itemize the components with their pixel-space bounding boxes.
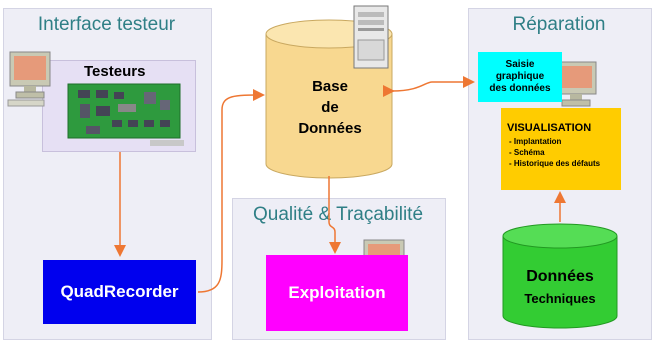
database-label-line1: Base — [312, 78, 348, 95]
visualisation-item-historique: - Historique des défauts — [509, 159, 601, 168]
saisie-label-line2: graphique — [495, 71, 545, 82]
visualisation-item-implantation: - Implantation — [509, 137, 562, 146]
saisie-label-line3: des données — [489, 83, 551, 94]
qualite-tracabilite-title: Qualité & Traçabilité — [252, 204, 424, 225]
testeurs-label: Testeurs — [84, 63, 146, 80]
saisie-label-line1: Saisie — [505, 59, 535, 70]
database-label-line3: Données — [298, 120, 362, 137]
quadrecorder-box: QuadRecorder — [43, 260, 196, 324]
database-label: Base de Données — [285, 76, 375, 139]
visualisation-item-schema: - Schéma — [509, 148, 545, 157]
donnees-techniques-cylinder — [502, 223, 618, 329]
visualisation-box: VISUALISATION - Implantation - Schéma - … — [501, 108, 621, 190]
reparation-title: Réparation — [512, 14, 606, 35]
donnees-techniques-line1: Données — [526, 268, 594, 285]
arrow-database-to-exploitation — [328, 176, 341, 254]
exploitation-box: Exploitation — [266, 255, 408, 331]
donnees-techniques-label: Données Techniques — [510, 266, 610, 310]
server-tower-icon — [353, 5, 389, 69]
quadrecorder-label: QuadRecorder — [60, 282, 179, 301]
computer-monitor-icon-left — [7, 51, 51, 107]
database-label-line2: de — [321, 99, 339, 116]
exploitation-label: Exploitation — [288, 283, 386, 302]
circuit-board-icon — [67, 83, 184, 146]
arrow-quadrecorder-to-database — [197, 89, 265, 293]
saisie-graphique-box: Saisie graphique des données — [478, 52, 562, 102]
visualisation-title: VISUALISATION — [507, 122, 592, 134]
arrow-database-saisie-bidirectional — [382, 76, 475, 98]
computer-monitor-icon-saisie — [555, 61, 597, 107]
donnees-techniques-line2: Techniques — [524, 291, 596, 306]
interface-testeur-title: Interface testeur — [37, 14, 176, 35]
